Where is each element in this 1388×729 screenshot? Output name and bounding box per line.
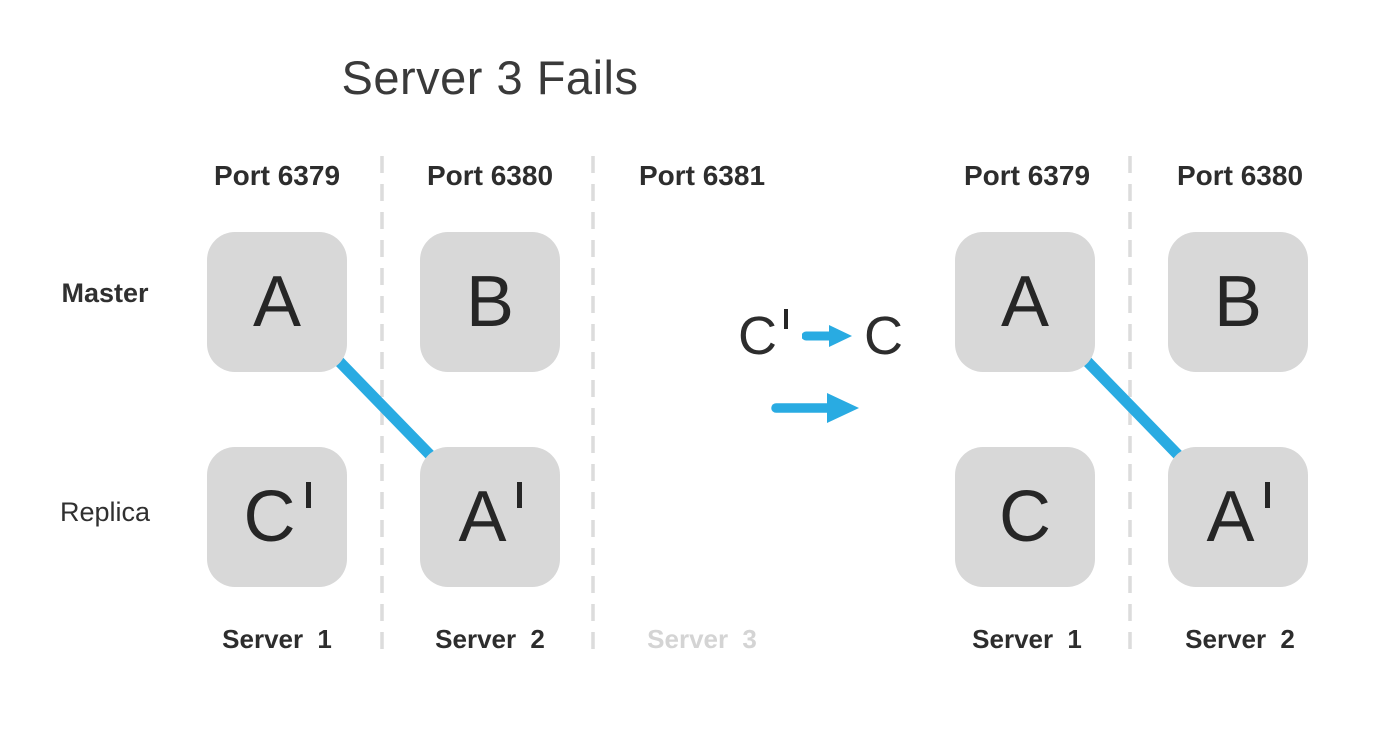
shard-letter: C	[243, 477, 296, 557]
prime-mark	[516, 482, 522, 508]
promotion-from-letter: C	[738, 306, 777, 366]
port-label: Port 6379	[213, 160, 341, 191]
promotion-note: C C	[738, 308, 903, 364]
shard-letter: B	[1213, 262, 1263, 342]
promotion-from: C	[738, 309, 788, 363]
shard-box-master-a-after: A	[955, 232, 1095, 372]
port-label: Port 6379	[963, 160, 1091, 191]
port-label: Port 6380	[1176, 160, 1304, 191]
master-row-label: Master	[61, 278, 149, 308]
shard-letter: B	[465, 262, 515, 342]
server-label-2: Server 2	[435, 624, 545, 654]
server-label-3-failed: Server 3	[647, 624, 757, 654]
port-label: Port 6381	[638, 160, 766, 191]
server-label-2-after: Server 2	[1185, 624, 1295, 654]
shard-letter: A	[1000, 262, 1050, 342]
shard-box-master-b: B	[420, 232, 560, 372]
prime-mark	[784, 309, 788, 329]
shard-box-replica-c-after: C	[955, 447, 1095, 587]
server-label-1-after: Server 1	[972, 624, 1082, 654]
promotion-arrow-icon	[802, 325, 852, 347]
shard-box-master-a: A	[207, 232, 347, 372]
shard-letter: C	[999, 477, 1051, 557]
shard-box-replica-a-prime-after: A	[1168, 447, 1308, 587]
shard-letter: A	[1206, 477, 1255, 557]
replica-row-label: Replica	[59, 497, 151, 527]
server-label-1: Server 1	[222, 624, 332, 654]
prime-mark	[1264, 482, 1270, 508]
shard-box-master-b-after: B	[1168, 232, 1308, 372]
promotion-to-letter: C	[864, 306, 903, 366]
prime-mark	[305, 482, 311, 508]
port-label: Port 6380	[426, 160, 554, 191]
transition-arrow-icon	[771, 393, 859, 423]
shard-box-replica-a-prime: A	[420, 447, 560, 587]
diagram-title: Server 3 Fails	[341, 51, 639, 104]
shard-letter: A	[458, 477, 507, 557]
shard-box-replica-c-prime: C	[207, 447, 347, 587]
shard-letter: A	[252, 262, 302, 342]
